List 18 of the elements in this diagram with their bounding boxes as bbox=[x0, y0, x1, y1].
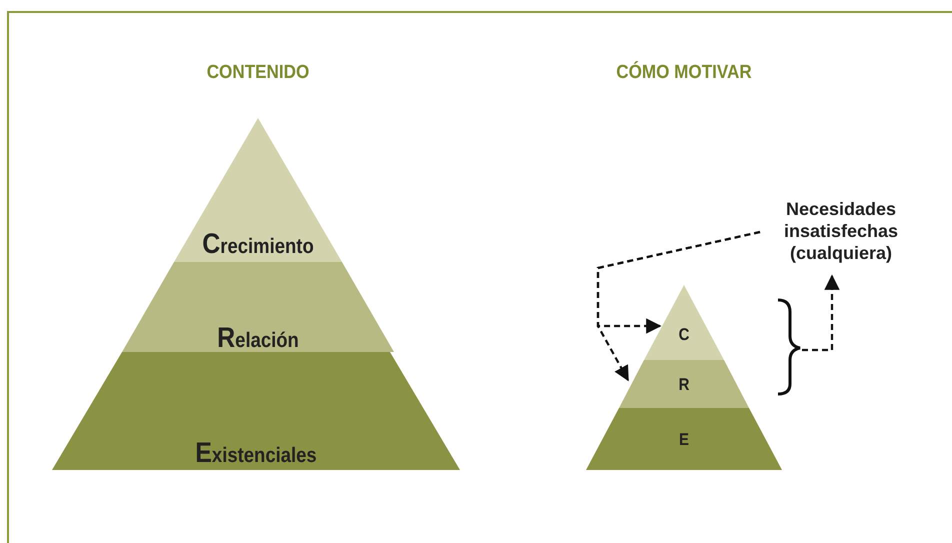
dashed-arrow bbox=[802, 274, 840, 352]
pyramid-tier bbox=[122, 262, 394, 352]
column-heading: CONTENIDO bbox=[206, 62, 310, 84]
tier-label: Crecimiento bbox=[201, 228, 315, 261]
pyramid-tier bbox=[619, 360, 749, 408]
pyramid-tier bbox=[586, 408, 782, 470]
dashed-arrow bbox=[596, 230, 760, 382]
note-text: Necesidades insatisfechas (cualquiera) bbox=[762, 198, 920, 264]
tier-label: Relación bbox=[216, 322, 300, 355]
curly-brace bbox=[778, 298, 802, 396]
column-heading: CÓMO MOTIVAR bbox=[615, 62, 753, 84]
tier-label: R bbox=[678, 375, 690, 395]
pyramid-tier bbox=[174, 118, 342, 262]
tier-label: Existenciales bbox=[194, 437, 318, 470]
pyramid-tier bbox=[52, 352, 460, 470]
tier-label: E bbox=[678, 430, 690, 450]
tier-label: C bbox=[678, 325, 690, 345]
pyramid-tier bbox=[644, 285, 724, 360]
